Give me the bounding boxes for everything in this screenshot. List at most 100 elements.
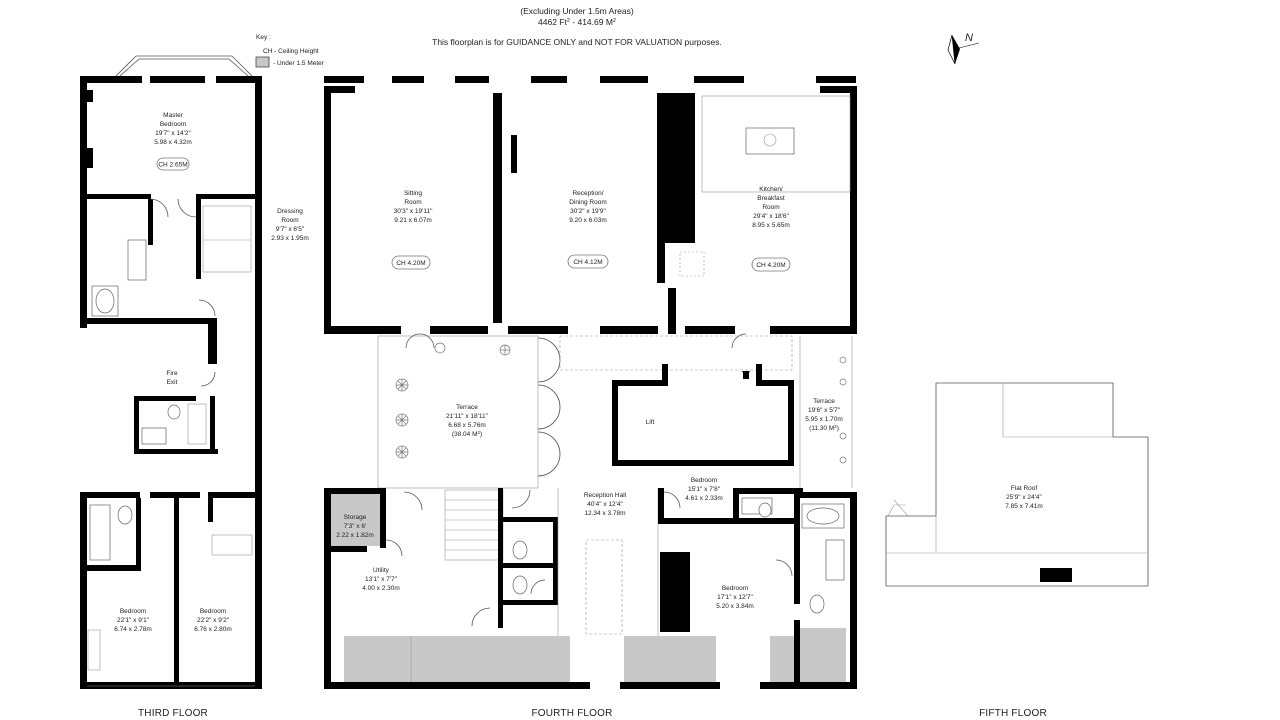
svg-text:13'1" x 7'7": 13'1" x 7'7" [365,576,398,583]
north-compass-icon: N [947,32,980,65]
svg-text:25'9" x 24'4": 25'9" x 24'4" [1006,494,1042,501]
svg-text:19'7" x 14'2": 19'7" x 14'2" [155,130,191,137]
header-area-sep: - [570,17,578,27]
key-title: Key : [256,34,271,41]
svg-text:Bedroom: Bedroom [691,477,717,484]
svg-text:(11.30 M2): (11.30 M2) [809,424,839,432]
key-legend: Key : CH - Ceiling Height - Under 1.5 Me… [255,34,325,68]
svg-text:Sitting: Sitting [404,190,422,197]
svg-text:9.20 x 6.03m: 9.20 x 6.03m [569,217,607,224]
svg-text:Utility: Utility [373,567,390,574]
svg-text:Reception Hall: Reception Hall [584,492,627,499]
svg-text:17'1" x 12'7": 17'1" x 12'7" [717,594,753,601]
svg-text:Room: Room [404,199,421,206]
svg-text:21'11" x 18'11": 21'11" x 18'11" [446,413,489,420]
room-utility: Utility 13'1" x 7'7" 4.00 x 2.30m [362,567,400,592]
svg-text:5.98 x 4.32m: 5.98 x 4.32m [154,139,192,146]
svg-text:12.34 x 3.78m: 12.34 x 3.78m [584,510,625,517]
svg-text:8.95 x 5.65m: 8.95 x 5.65m [752,222,790,229]
room-flat-roof: Flat Roof 25'9" x 24'4" 7.85 x 7.41m [1005,485,1043,510]
svg-text:6.76 x 2.80m: 6.76 x 2.80m [194,626,232,633]
ceiling-height-badge: CH 4.12M [573,259,602,266]
room-storage: Storage 7'3" x 6' 2.22 x 1.82m [331,494,380,546]
svg-text:9'7" x 6'5": 9'7" x 6'5" [276,226,305,233]
svg-text:Bedroom: Bedroom [722,585,748,592]
svg-text:Flat Roof: Flat Roof [1011,485,1038,492]
svg-text:Room: Room [281,217,298,224]
room-lift: Lift [646,419,655,426]
svg-text:40'4" x 12'4": 40'4" x 12'4" [587,501,623,508]
svg-text:Exit: Exit [167,379,178,386]
header-area-m-sup: 2 [613,18,616,24]
floor-title-third: THIRD FLOOR [138,708,208,719]
fifth-floor-plan [885,382,1149,587]
floor-title-fourth: FOURTH FLOOR [531,708,612,719]
svg-text:Fire: Fire [166,370,178,377]
svg-text:Room: Room [762,204,779,211]
room-kitchen-breakfast: Kitchen/ Breakfast Room 29'4" x 18'6" 8.… [751,186,791,272]
svg-text:5.95 x 1.70m: 5.95 x 1.70m [805,416,843,423]
compass-north-letter: N [965,32,973,44]
svg-text:Dressing: Dressing [277,208,303,215]
svg-text:30'3" x 19'11": 30'3" x 19'11" [394,208,433,215]
svg-text:15'1" x 7'8": 15'1" x 7'8" [688,486,721,493]
ceiling-height-badge: CH 2.65M [158,162,187,169]
header-disclaimer: This floorplan is for GUIDANCE ONLY and … [432,37,722,47]
header-area-ft: 4462 Ft [538,17,567,27]
svg-text:5.20 x 3.84m: 5.20 x 3.84m [716,603,754,610]
svg-text:29'4" x 18'6": 29'4" x 18'6" [753,213,789,220]
fourth-floor-plan [324,76,857,689]
svg-text:22'1" x 9'1": 22'1" x 9'1" [117,617,150,624]
svg-text:2.93 x 1.95m: 2.93 x 1.95m [271,235,309,242]
svg-text:Terrace: Terrace [456,404,478,411]
room-bedroom-third-left: Bedroom 22'1" x 9'1" 6.74 x 2.78m [114,608,152,633]
svg-text:Bedroom: Bedroom [160,121,186,128]
svg-text:19'6" x 5'7": 19'6" x 5'7" [808,407,841,414]
svg-text:7'3" x 6': 7'3" x 6' [344,523,367,530]
key-ceiling-height: CH - Ceiling Height [263,48,319,55]
svg-text:7.85 x 7.41m: 7.85 x 7.41m [1005,503,1043,510]
header-area-m: 414.69 M [577,17,612,27]
header-exclusion-note: (Excluding Under 1.5m Areas) [520,6,634,16]
svg-text:Master: Master [163,112,184,119]
room-labels: Master Bedroom 19'7" x 14'2" 5.98 x 4.32… [114,112,1043,633]
svg-text:6.74 x 2.78m: 6.74 x 2.78m [114,626,152,633]
header: (Excluding Under 1.5m Areas) 4462 Ft2 - … [432,6,722,47]
svg-text:22'2" x 9'2": 22'2" x 9'2" [197,617,230,624]
room-terrace-main: Terrace 21'11" x 18'11" 6.68 x 5.76m (38… [446,404,489,438]
fire-exit-label: Fire Exit [166,370,178,386]
room-terrace-side: Terrace 19'6" x 5'7" 5.95 x 1.70m (11.30… [805,398,843,432]
key-under-swatch [255,56,270,68]
header-area-line: 4462 Ft2 - 414.69 M2 [538,17,616,27]
room-master-bedroom: Master Bedroom 19'7" x 14'2" 5.98 x 4.32… [154,112,192,171]
room-reception-hall: Reception Hall 40'4" x 12'4" 12.34 x 3.7… [584,492,627,517]
svg-text:9.21 x 6.07m: 9.21 x 6.07m [394,217,432,224]
terrace-plant-icons [395,342,847,464]
ceiling-height-badge: CH 4.20M [756,262,785,269]
svg-text:6.68 x 5.76m: 6.68 x 5.76m [448,422,486,429]
room-dressing: Dressing Room 9'7" x 6'5" 2.93 x 1.95m [271,208,309,242]
svg-text:Kitchen/: Kitchen/ [759,186,783,193]
room-bedroom-fourth-small: Bedroom 15'1" x 7'8" 4.61 x 2.33m [685,477,723,502]
svg-text:2.22 x 1.82m: 2.22 x 1.82m [336,532,374,539]
svg-text:Bedroom: Bedroom [120,608,146,615]
svg-text:Terrace: Terrace [813,398,835,405]
svg-text:Dining Room: Dining Room [569,199,607,206]
room-bedroom-third-right: Bedroom 22'2" x 9'2" 6.76 x 2.80m [194,608,232,633]
third-floor-plan [80,55,262,689]
room-bedroom-fourth-large: Bedroom 17'1" x 12'7" 5.20 x 3.84m [716,585,754,610]
ceiling-height-badge: CH 4.20M [396,260,425,267]
room-sitting: Sitting Room 30'3" x 19'11" 9.21 x 6.07m… [391,190,433,270]
svg-text:Bedroom: Bedroom [200,608,226,615]
svg-text:30'2" x 19'9": 30'2" x 19'9" [570,208,606,215]
svg-text:Storage: Storage [344,514,367,521]
floor-title-fifth: FIFTH FLOOR [979,708,1047,719]
room-reception-dining: Reception/ Dining Room 30'2" x 19'9" 9.2… [567,190,609,269]
key-under-height: - Under 1.5 Meter [273,60,325,67]
svg-text:4.00 x 2.30m: 4.00 x 2.30m [362,585,400,592]
svg-text:Reception/: Reception/ [572,190,603,197]
svg-text:(38.04 M2): (38.04 M2) [452,430,482,438]
header-area-ft-sup: 2 [567,18,570,24]
svg-text:Breakfast: Breakfast [757,195,785,202]
